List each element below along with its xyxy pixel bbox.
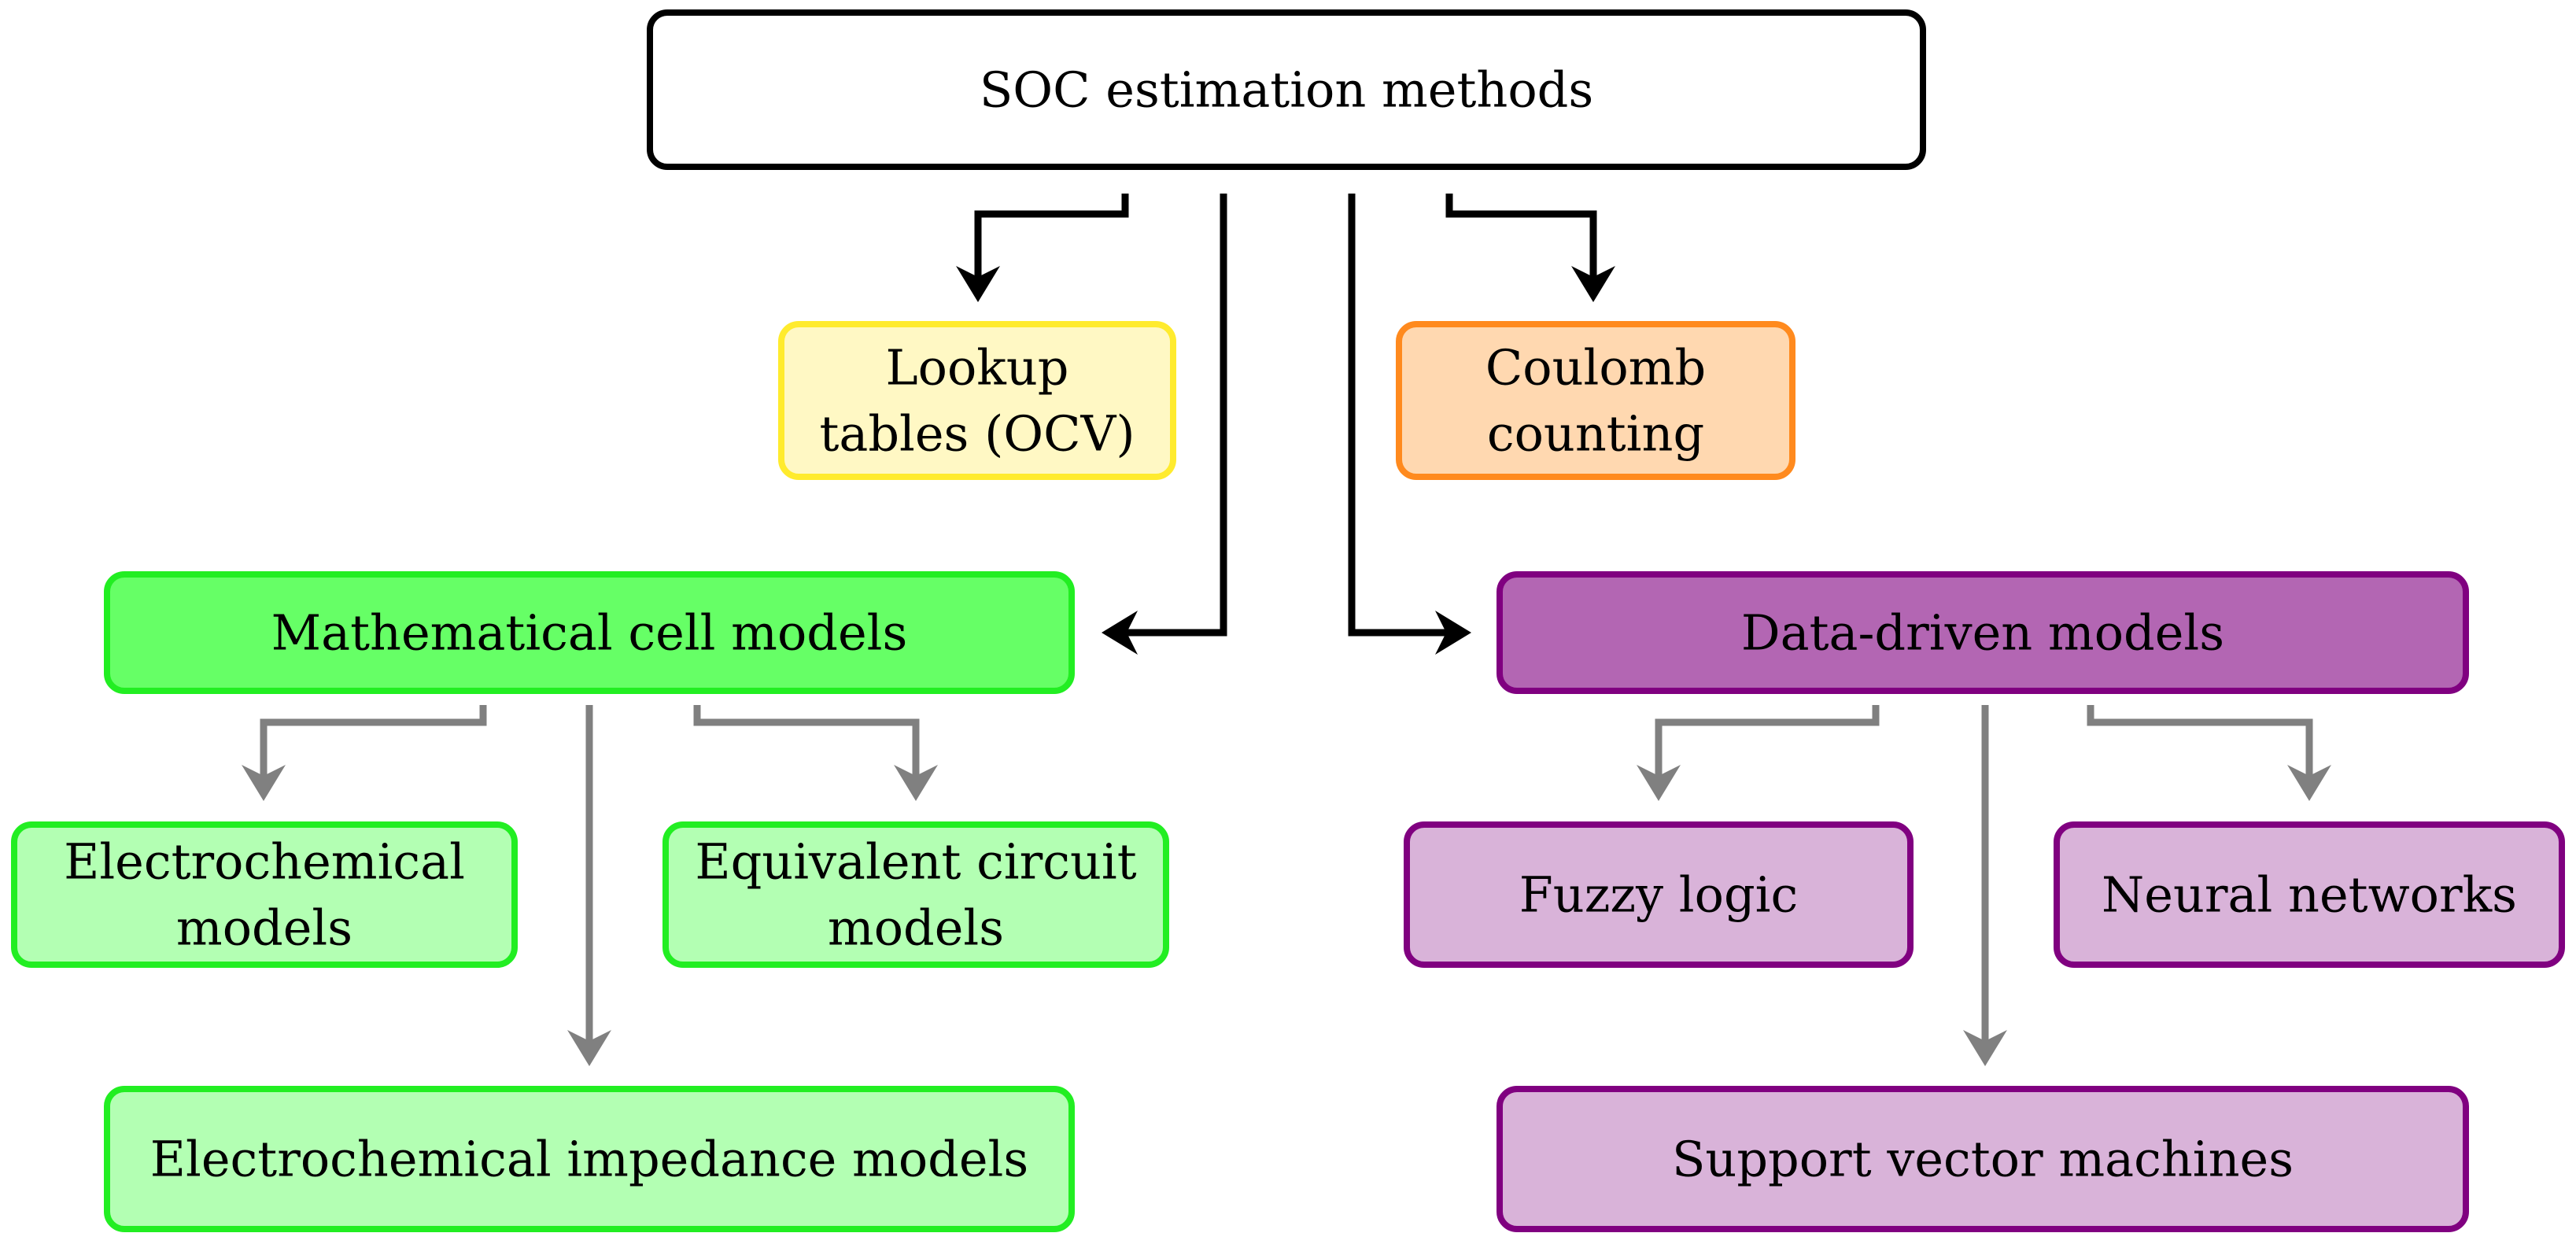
edge-root-to-lookup-tables (974, 194, 1129, 286)
node-lookup-tables-box (778, 321, 1176, 480)
node-support-vector-machines-box (1497, 1086, 2469, 1232)
node-data-driven-models-label-line-1: Data-driven models (1741, 604, 2224, 662)
edge-data-to-fuzzy-logic (1655, 705, 1880, 785)
edge-math-to-equivalent-circuit-arrowhead (894, 765, 938, 801)
node-equivalent-circuit-models: Equivalent circuit models (662, 821, 1169, 968)
node-electrochemical-models-box (11, 821, 518, 968)
node-mathematical-cell-models-label-line-1: Mathematical cell models (271, 604, 908, 662)
node-fuzzy-logic: Fuzzy logic (1404, 821, 1914, 968)
edge-root-to-data-driven-models-arrowhead (1435, 611, 1471, 655)
node-soc-estimation-methods-box (647, 9, 1926, 170)
edge-data-to-support-vector-machines-arrowhead (1963, 1030, 2007, 1066)
edge-data-to-fuzzy-logic-arrowhead (1637, 765, 1681, 801)
edge-math-to-electrochemical (260, 705, 487, 785)
node-mathematical-cell-models-box (104, 571, 1075, 694)
edge-root-to-lookup-tables-arrowhead (956, 266, 1000, 302)
node-electrochemical-impedance-models-box (104, 1086, 1075, 1232)
node-data-driven-models: Data-driven models (1497, 571, 2469, 694)
edge-data-to-neural-networks-arrowhead (2287, 765, 2331, 801)
node-fuzzy-logic-label-line-1: Fuzzy logic (1519, 866, 1798, 924)
node-electrochemical-impedance-models-label-line-1: Electrochemical impedance models (150, 1131, 1028, 1188)
node-coulomb-counting-box (1396, 321, 1795, 480)
node-soc-estimation-methods: SOC estimation methods (647, 9, 1926, 170)
node-equivalent-circuit-models-label-line-2: models (828, 899, 1004, 957)
node-equivalent-circuit-models-box (662, 821, 1169, 968)
edge-math-to-electrochemical-arrowhead (242, 765, 286, 801)
node-neural-networks: Neural networks (2054, 821, 2565, 968)
edge-root-to-mathematical-models-arrowhead (1102, 611, 1138, 655)
edge-root-to-data-driven-models (1348, 194, 1456, 637)
node-electrochemical-models-label-line-1: Electrochemical (64, 833, 465, 891)
node-coulomb-counting: Coulomb counting (1396, 321, 1795, 480)
node-electrochemical-models: Electrochemical models (11, 821, 518, 968)
node-support-vector-machines-label-line-1: Support vector machines (1672, 1131, 2294, 1188)
edge-math-to-impedance-arrowhead (567, 1030, 611, 1066)
node-lookup-tables-label-line-2: tables (OCV) (819, 405, 1135, 463)
node-data-driven-models-box (1497, 571, 2469, 694)
node-electrochemical-impedance-models: Electrochemical impedance models (104, 1086, 1075, 1232)
edge-root-to-mathematical-models (1117, 194, 1227, 637)
node-lookup-tables: Lookup tables (OCV) (778, 321, 1176, 480)
node-fuzzy-logic-box (1404, 821, 1914, 968)
node-coulomb-counting-label-line-2: counting (1487, 405, 1704, 463)
edge-root-to-coulomb-counting-arrowhead (1571, 266, 1615, 302)
node-soc-estimation-methods-label-line-1: SOC estimation methods (980, 61, 1593, 119)
edge-math-to-equivalent-circuit (693, 705, 920, 785)
node-mathematical-cell-models: Mathematical cell models (104, 571, 1075, 694)
node-lookup-tables-label-line-1: Lookup (885, 339, 1068, 397)
node-electrochemical-models-label-line-2: models (176, 899, 352, 957)
edge-root-to-coulomb-counting (1445, 194, 1597, 286)
node-equivalent-circuit-models-label-line-1: Equivalent circuit (695, 833, 1136, 891)
node-neural-networks-label-line-1: Neural networks (2102, 866, 2517, 924)
edge-data-to-neural-networks (2087, 705, 2313, 785)
connector-layer (242, 194, 2331, 1066)
node-coulomb-counting-label-line-1: Coulomb (1485, 339, 1706, 397)
node-neural-networks-box (2054, 821, 2565, 968)
node-support-vector-machines: Support vector machines (1497, 1086, 2469, 1232)
